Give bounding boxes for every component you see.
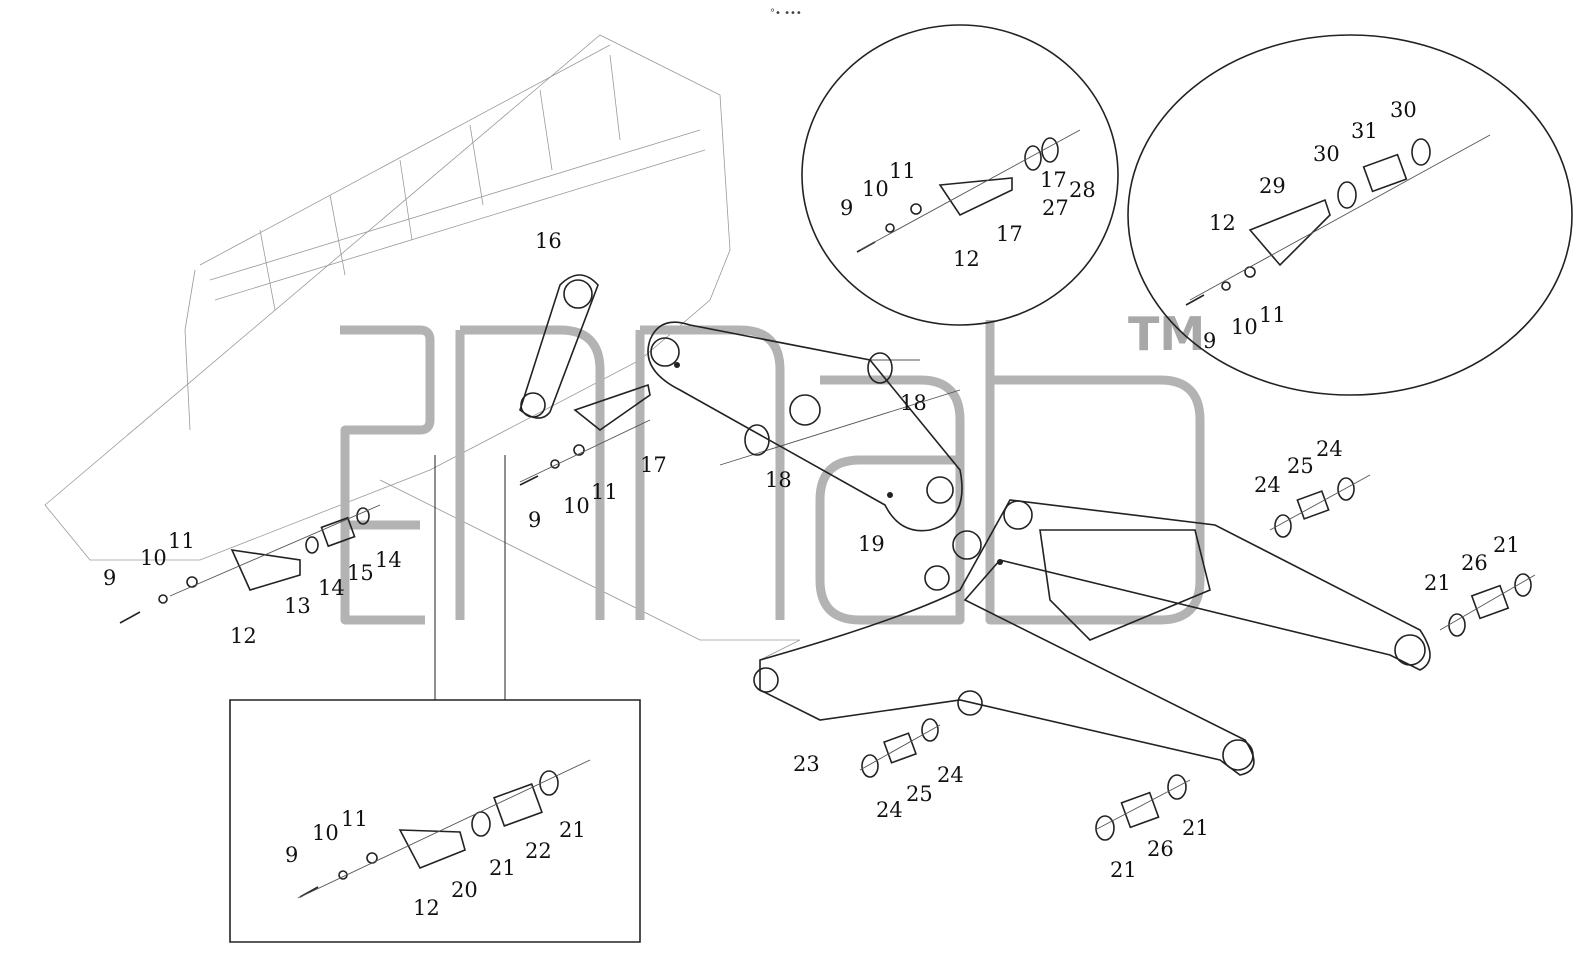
callout-23: 23	[793, 752, 820, 776]
watermark-tm: TM	[1128, 307, 1205, 361]
callout-29: 29	[1259, 174, 1286, 198]
boom-arms	[753, 499, 1431, 776]
callout-labels: 9101112131414151617910111718181991011121…	[103, 98, 1520, 920]
callout-31: 31	[1351, 119, 1378, 143]
callout-10: 10	[862, 177, 889, 201]
callout-10: 10	[1231, 315, 1258, 339]
callout-10: 10	[312, 821, 339, 845]
bellcrank-lever	[647, 321, 963, 532]
callout-11: 11	[1259, 303, 1286, 327]
callout-24: 24	[937, 763, 964, 787]
callout-9: 9	[528, 508, 541, 532]
detail-outlines	[229, 24, 1573, 943]
callout-11: 11	[341, 807, 368, 831]
callout-9: 9	[1203, 329, 1216, 353]
header-mark: °• •••	[770, 8, 802, 19]
callout-11: 11	[168, 529, 195, 553]
callout-14: 14	[318, 576, 345, 600]
callout-21: 21	[559, 818, 586, 842]
watermark-logo: TM	[340, 307, 1205, 625]
callout-25: 25	[1287, 454, 1314, 478]
callout-26: 26	[1147, 837, 1174, 861]
callout-21: 21	[1493, 533, 1520, 557]
callout-22: 22	[525, 839, 552, 863]
callout-30: 30	[1313, 142, 1340, 166]
callout-14: 14	[375, 548, 402, 572]
callout-18: 18	[900, 391, 927, 415]
callout-21: 21	[1110, 858, 1137, 882]
callout-11: 11	[889, 159, 916, 183]
pins-and-hardware	[119, 129, 1536, 899]
callout-12: 12	[230, 624, 257, 648]
callout-16: 16	[535, 229, 562, 253]
callout-24: 24	[1316, 437, 1343, 461]
callout-10: 10	[563, 494, 590, 518]
callout-12: 12	[953, 247, 980, 271]
callout-21: 21	[1182, 816, 1209, 840]
callout-9: 9	[103, 566, 116, 590]
callout-9: 9	[840, 196, 853, 220]
callout-24: 24	[876, 798, 903, 822]
callout-28: 28	[1069, 178, 1096, 202]
callout-30: 30	[1390, 98, 1417, 122]
callout-25: 25	[906, 782, 933, 806]
link-rod	[519, 274, 599, 419]
callout-19: 19	[858, 532, 885, 556]
callout-12: 12	[413, 896, 440, 920]
callout-17: 17	[996, 222, 1023, 246]
callout-24: 24	[1254, 473, 1281, 497]
callout-13: 13	[284, 594, 311, 618]
callout-21: 21	[1424, 571, 1451, 595]
callout-26: 26	[1461, 551, 1488, 575]
callout-27: 27	[1042, 196, 1069, 220]
callout-18: 18	[765, 468, 792, 492]
callout-17: 17	[640, 453, 667, 477]
callout-12: 12	[1209, 211, 1236, 235]
callout-20: 20	[451, 878, 478, 902]
callout-10: 10	[140, 546, 167, 570]
callout-9: 9	[285, 843, 298, 867]
callout-21: 21	[489, 856, 516, 880]
callout-11: 11	[591, 480, 618, 504]
callout-15: 15	[347, 561, 374, 585]
callout-17: 17	[1040, 168, 1067, 192]
